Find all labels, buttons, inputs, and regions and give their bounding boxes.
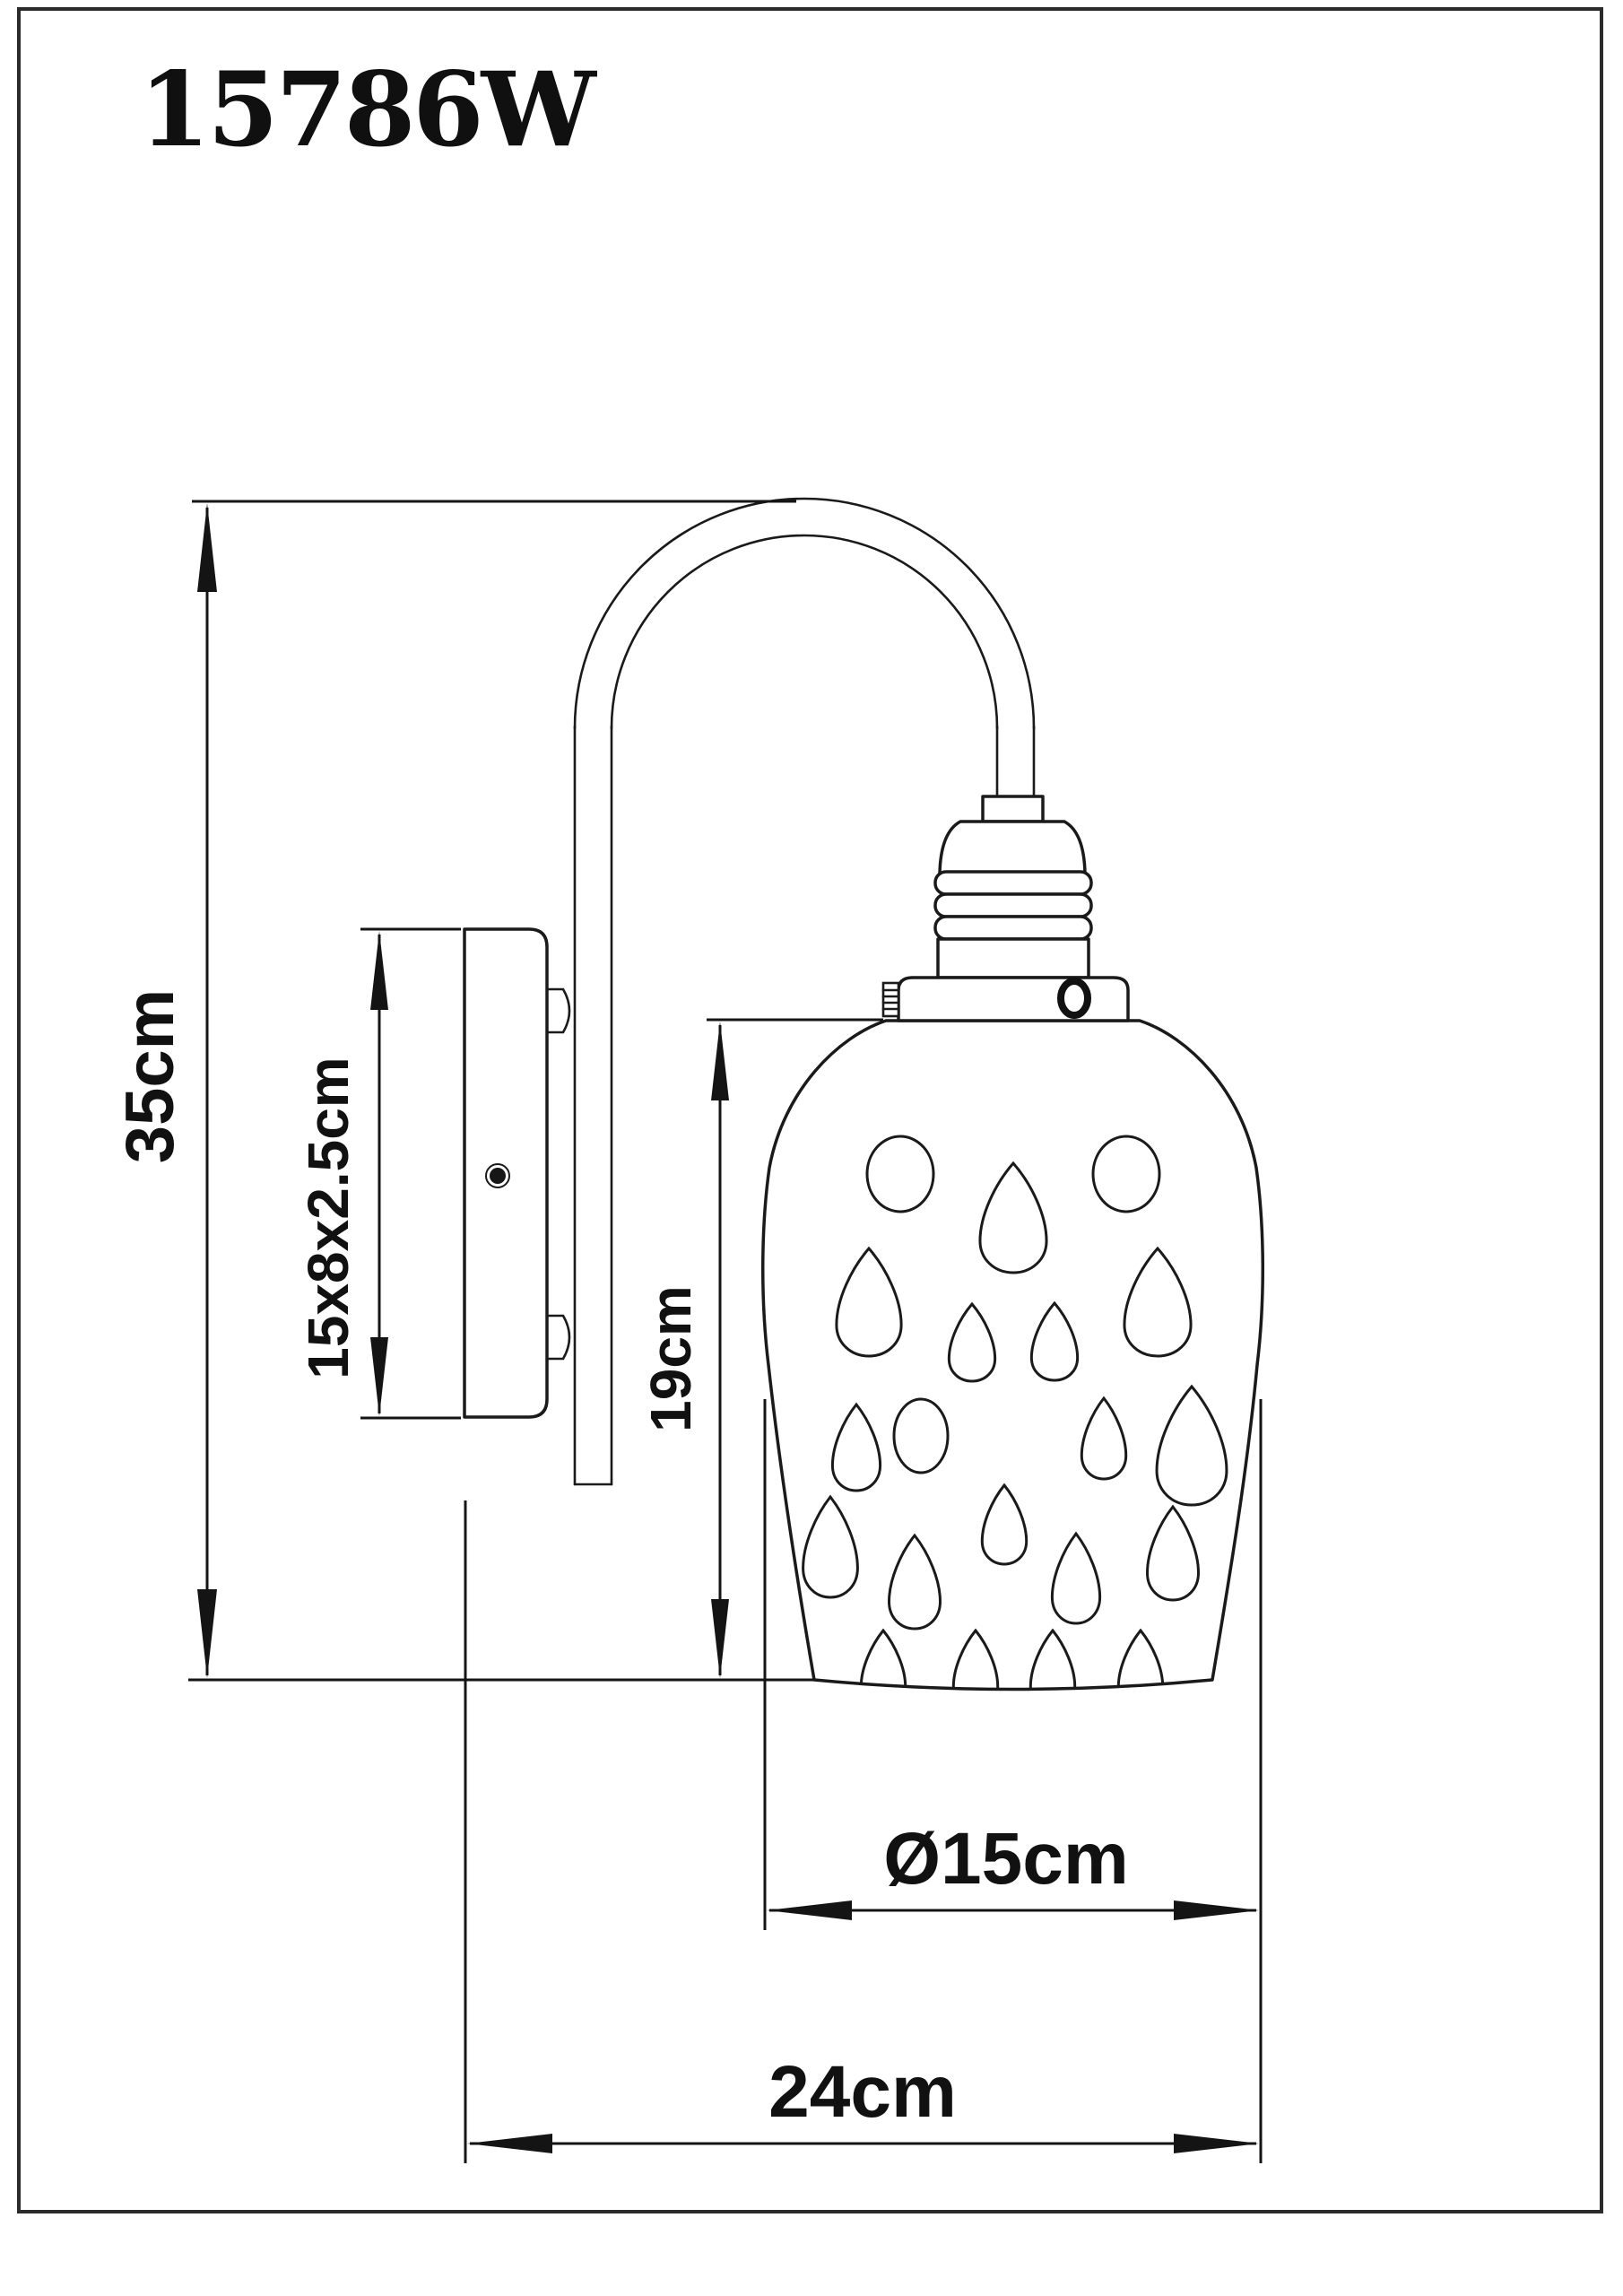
socket-dome <box>938 820 1087 875</box>
label-backplate: 15x8x2.5cm <box>296 1057 360 1378</box>
dimension-total-depth: 24cm <box>464 1500 1259 2163</box>
plate-screw <box>490 1168 506 1184</box>
shade-collar <box>897 976 1130 1022</box>
shade-perforation-holes <box>803 1136 1227 1709</box>
dimension-backplate: 15x8x2.5cm <box>296 927 461 1420</box>
plate-bracket-tab-top <box>545 987 571 1034</box>
dimension-shade-diameter: Ø15cm <box>763 1399 1263 2163</box>
socket-base <box>936 937 1090 979</box>
glass-shade <box>760 1019 1265 1692</box>
product-code: 15786W <box>139 49 598 170</box>
label-total-height: 35cm <box>112 989 188 1163</box>
collar-screw-hole <box>1057 978 1091 1019</box>
label-shade-diameter: Ø15cm <box>883 1818 1129 1900</box>
dimension-annotations: 35cm 15x8x2.5cm 19cm Ø15cm <box>112 500 1263 2163</box>
wire-connector <box>981 795 1045 823</box>
wall-plate <box>463 927 571 1419</box>
page-border <box>17 7 1603 2213</box>
label-total-depth: 24cm <box>768 2051 957 2133</box>
plate-bracket-tab-bottom <box>545 1314 571 1361</box>
wall-lamp-drawing <box>463 497 1265 1709</box>
set-screw-knurled <box>881 981 900 1018</box>
dimension-total-height: 35cm <box>112 500 814 1682</box>
socket-threads <box>933 870 1093 941</box>
gooseneck-arm <box>573 497 1036 1486</box>
dimension-shade-height: 19cm <box>638 1018 883 1678</box>
lamp-socket <box>881 795 1130 1022</box>
label-shade-height: 19cm <box>638 1285 703 1432</box>
